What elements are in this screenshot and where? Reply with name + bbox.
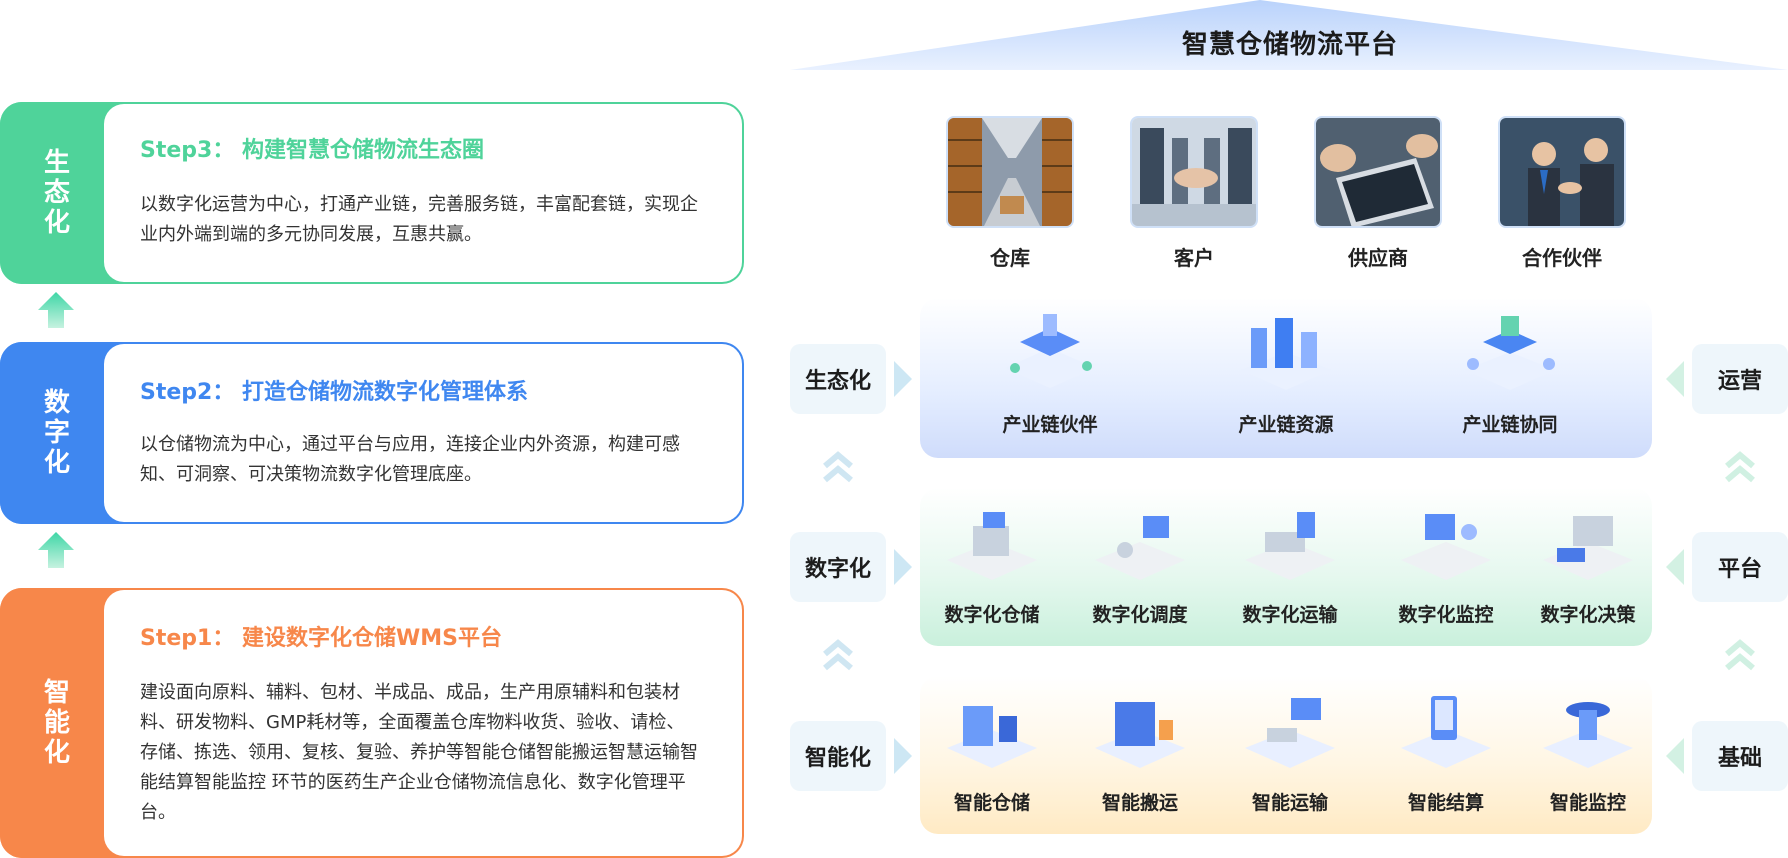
ecology-label: 产业链资源 xyxy=(1238,414,1334,436)
ecology-item-partner: 产业链伙伴 xyxy=(980,308,1120,437)
ecology-band: 产业链伙伴 产业链资源 产业链协同 xyxy=(920,298,1652,458)
iso-collab-icon xyxy=(1465,316,1555,390)
platform-title: 智慧仓储物流平台 xyxy=(1181,30,1398,60)
intelligent-item-transport: 智能运输 xyxy=(1220,690,1360,815)
iso-digital-storage-icon xyxy=(947,512,1037,580)
stakeholder-label: 合作伙伴 xyxy=(1522,246,1602,270)
step2-desc: 以仓储物流为中心，通过平台与应用，连接企业内外资源，构建可感知、可洞察、可决策物… xyxy=(140,434,680,485)
digital-item-transport: 数字化运输 xyxy=(1220,502,1360,627)
intelligent-label: 智能监控 xyxy=(1549,792,1626,814)
digital-band: 数字化仓储 数字化调度 数字化运输 数字化监控 数字化决策 xyxy=(920,488,1652,646)
tag-digital: 数字化 xyxy=(790,532,886,602)
tag-ecology: 生态化 xyxy=(790,344,886,414)
ecology-item-collab: 产业链协同 xyxy=(1440,308,1580,437)
intelligent-label: 智能搬运 xyxy=(1101,792,1178,814)
digital-item-monitor: 数字化监控 xyxy=(1376,502,1516,627)
step3-card: 生态化 Step3： 构建智慧仓储物流生态圈 以数字化运营为中心，打通产业链，完… xyxy=(0,102,744,284)
stakeholder-supplier: 供应商 xyxy=(1314,116,1442,271)
intelligent-item-monitor: 智能监控 xyxy=(1518,690,1658,815)
up-arrow-icon xyxy=(38,292,74,328)
ecology-item-resource: 产业链资源 xyxy=(1216,308,1356,437)
partner-photo xyxy=(1498,116,1626,228)
iso-digital-transport-icon xyxy=(1245,512,1335,580)
tag-base: 基础 xyxy=(1692,721,1788,791)
tag-platform: 平台 xyxy=(1692,532,1788,602)
digital-label: 数字化监控 xyxy=(1398,604,1494,626)
digital-label: 数字化仓储 xyxy=(944,604,1040,626)
stakeholder-label: 仓库 xyxy=(990,246,1030,270)
step3-desc: 以数字化运营为中心，打通产业链，完善服务链，丰富配套链，实现企业内外端到端的多元… xyxy=(140,194,698,245)
stakeholder-warehouse: 仓库 xyxy=(946,116,1074,271)
iso-digital-decision-icon xyxy=(1543,516,1633,580)
digital-label: 数字化调度 xyxy=(1092,604,1188,626)
iso-resource-icon xyxy=(1241,318,1331,390)
double-chevron-up-icon xyxy=(823,451,853,483)
intelligent-band: 智能仓储 智能搬运 智能运输 智能结算 智能监控 xyxy=(920,676,1652,834)
platform-roof xyxy=(790,0,1788,70)
stakeholder-label: 客户 xyxy=(1174,246,1214,270)
up-arrow-icon xyxy=(38,532,74,568)
step2-title: Step2： 打造仓储物流数字化管理体系 xyxy=(140,380,528,405)
intelligent-label: 智能仓储 xyxy=(953,792,1030,814)
pointer-left-icon xyxy=(1666,738,1684,774)
stakeholder-partner: 合作伙伴 xyxy=(1498,116,1626,271)
step2-side-label: 数字化 xyxy=(0,342,110,524)
iso-smart-storage-icon xyxy=(947,706,1037,768)
ecology-label: 产业链伙伴 xyxy=(1002,414,1098,436)
step1-side-label: 智能化 xyxy=(0,588,110,858)
double-chevron-up-icon xyxy=(1725,451,1755,483)
digital-item-decision: 数字化决策 xyxy=(1518,502,1658,627)
pointer-left-icon xyxy=(1666,549,1684,585)
intelligent-item-settlement: 智能结算 xyxy=(1376,690,1516,815)
intelligent-label: 智能运输 xyxy=(1251,792,1328,814)
tag-operation: 运营 xyxy=(1692,344,1788,414)
step1-desc: 建设面向原料、辅料、包材、半成品、成品，生产用原辅料和包装材料、研发物料、GMP… xyxy=(140,682,698,823)
intelligent-label: 智能结算 xyxy=(1407,792,1484,814)
tablet-photo xyxy=(1314,116,1442,228)
iso-digital-dispatch-icon xyxy=(1095,516,1185,580)
step3-title: Step3： 构建智慧仓储物流生态圈 xyxy=(140,138,484,163)
iso-smart-settlement-icon xyxy=(1401,696,1491,768)
iso-smart-transport-icon xyxy=(1245,698,1335,768)
step1-title: Step1： 建设数字化仓储WMS平台 xyxy=(140,626,503,651)
step3-side-label: 生态化 xyxy=(0,102,110,284)
step2-card: 数字化 Step2： 打造仓储物流数字化管理体系 以仓储物流为中心，通过平台与应… xyxy=(0,342,744,524)
double-chevron-up-icon xyxy=(823,639,853,671)
digital-item-dispatch: 数字化调度 xyxy=(1070,502,1210,627)
digital-item-storage: 数字化仓储 xyxy=(922,502,1062,627)
warehouse-photo xyxy=(946,116,1074,228)
step1-body: Step1： 建设数字化仓储WMS平台 建设面向原料、辅料、包材、半成品、成品，… xyxy=(104,590,742,856)
iso-partner-icon xyxy=(1005,314,1095,388)
iso-digital-monitor-icon xyxy=(1401,514,1491,580)
pointer-right-icon xyxy=(894,361,912,397)
pointer-right-icon xyxy=(894,549,912,585)
stakeholder-label: 供应商 xyxy=(1348,246,1408,270)
double-chevron-up-icon xyxy=(1725,639,1755,671)
step3-body: Step3： 构建智慧仓储物流生态圈 以数字化运营为中心，打通产业链，完善服务链… xyxy=(104,104,742,282)
pointer-right-icon xyxy=(894,738,912,774)
digital-label: 数字化决策 xyxy=(1540,604,1636,626)
intelligent-item-storage: 智能仓储 xyxy=(922,690,1062,815)
tag-intelligent: 智能化 xyxy=(790,721,886,791)
digital-label: 数字化运输 xyxy=(1242,604,1338,626)
handshake-photo xyxy=(1130,116,1258,228)
pointer-left-icon xyxy=(1666,361,1684,397)
intelligent-item-handling: 智能搬运 xyxy=(1070,690,1210,815)
step2-body: Step2： 打造仓储物流数字化管理体系 以仓储物流为中心，通过平台与应用，连接… xyxy=(104,344,742,522)
iso-smart-monitor-icon xyxy=(1543,702,1633,768)
step1-card: 智能化 Step1： 建设数字化仓储WMS平台 建设面向原料、辅料、包材、半成品… xyxy=(0,588,744,858)
ecology-label: 产业链协同 xyxy=(1462,414,1558,436)
stakeholder-customer: 客户 xyxy=(1130,116,1258,271)
iso-smart-handling-icon xyxy=(1095,702,1185,768)
